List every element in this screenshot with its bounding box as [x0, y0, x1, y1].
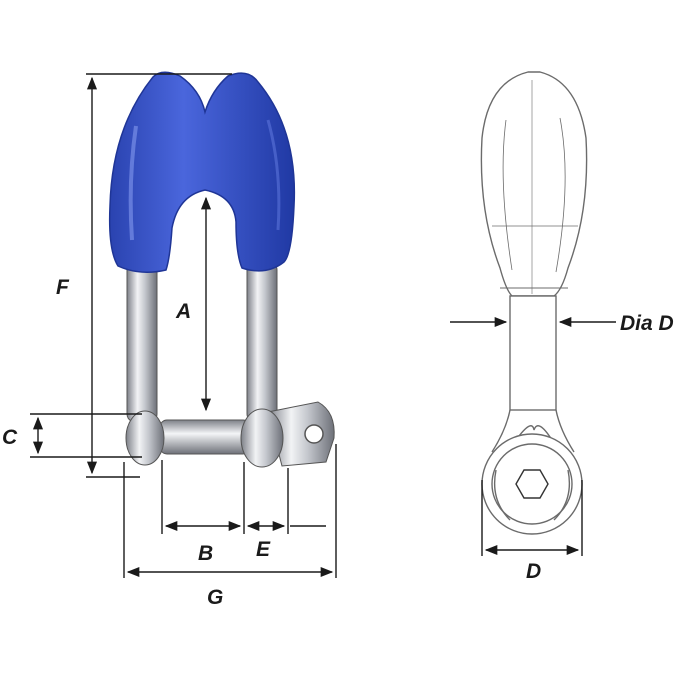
blue-sheath: [108, 71, 296, 273]
label-e: E: [256, 538, 271, 561]
left-leg: [126, 261, 158, 423]
side-head-arc-left: [493, 469, 511, 521]
side-sheath-contour: [502, 119, 513, 271]
pin-bar: [159, 419, 251, 455]
right-leg: [246, 261, 278, 423]
side-head-outer: [481, 433, 583, 535]
side-shank: [509, 295, 557, 411]
label-b: B: [198, 542, 213, 565]
label-a: A: [175, 300, 191, 323]
side-head-arc-right: [553, 469, 571, 521]
dimension-lines-left: [30, 73, 337, 578]
right-lug: [240, 408, 284, 468]
left-lug: [125, 410, 165, 466]
sheath-highlight: [128, 125, 138, 241]
label-g: G: [207, 586, 223, 609]
side-sheath-contour-2: [555, 117, 566, 273]
hex-socket-icon: [515, 469, 549, 499]
label-d: D: [526, 560, 541, 583]
side-head-inner: [491, 443, 573, 525]
label-f: F: [56, 276, 70, 299]
pin-eye-hole: [304, 424, 324, 444]
side-head-notch: [515, 425, 553, 441]
dimension-lines-right: [450, 316, 616, 556]
sheath-highlight-right: [266, 119, 281, 231]
side-head-flare: [491, 409, 575, 453]
pin-eye-tab: [267, 401, 335, 467]
label-dia-d: Dia D: [620, 312, 674, 335]
shackle-side-view: [480, 71, 588, 535]
label-c: C: [2, 426, 18, 449]
side-sheath-outline: [480, 71, 588, 297]
shackle-front-view: [108, 71, 335, 468]
